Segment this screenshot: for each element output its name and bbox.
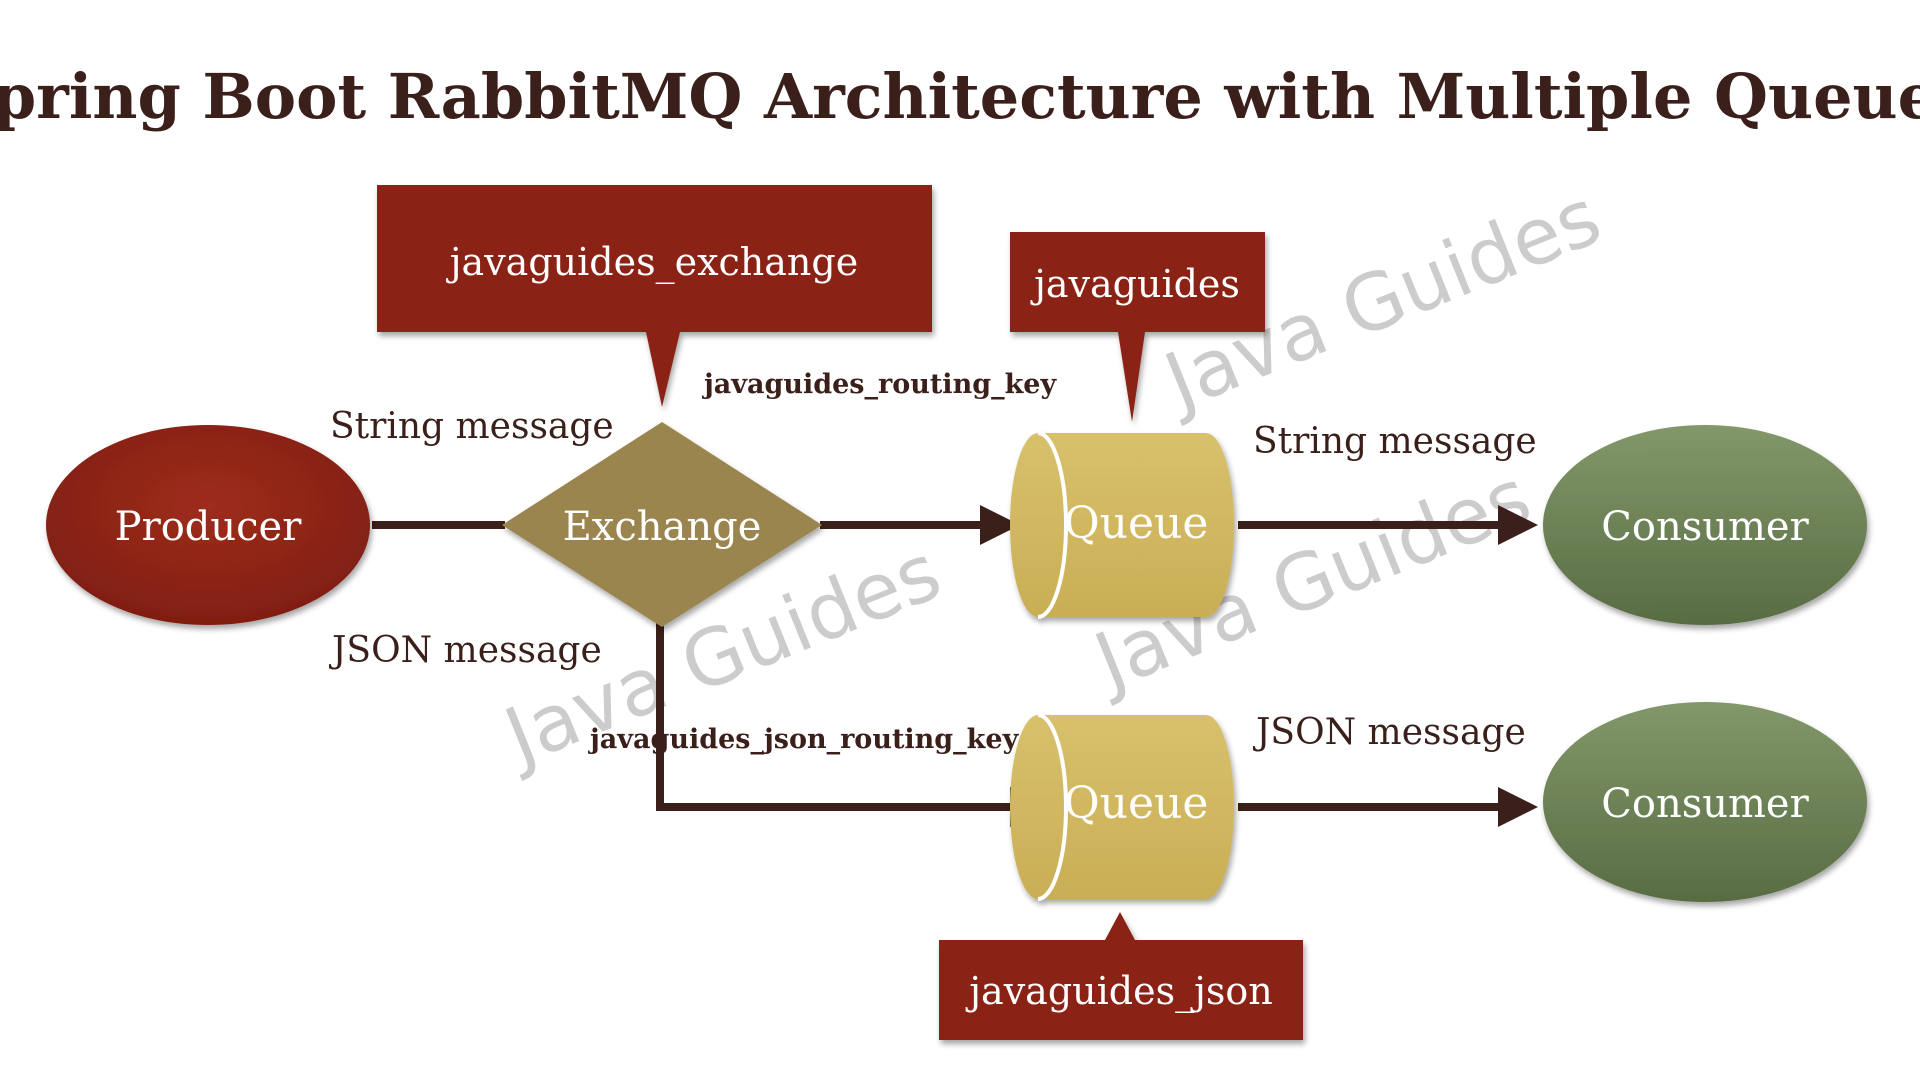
queue-consumer-bottom-arrowhead xyxy=(1498,787,1538,827)
exchange-callout-label: javaguides_exchange xyxy=(446,240,858,285)
consumer-bottom-label: Consumer xyxy=(1601,781,1809,827)
json-routing-key-label: javaguides_json_routing_key xyxy=(588,724,1020,755)
consumer-top-node: Consumer xyxy=(1543,425,1867,625)
exchange-label: Exchange xyxy=(563,504,762,550)
queue-top-label: Queue xyxy=(1064,498,1209,549)
queue-bottom-label: Queue xyxy=(1064,778,1209,829)
producer-json-message-label: JSON message xyxy=(328,630,602,671)
queue-top-callout-box xyxy=(1010,232,1265,422)
queue-top-callout: javaguides xyxy=(1010,232,1265,422)
producer-node: Producer xyxy=(46,425,370,625)
exchange-node: Exchange xyxy=(502,422,822,627)
exchange-queue-top-arrowhead xyxy=(980,505,1020,545)
consumer-bottom-ellipse xyxy=(1543,702,1867,902)
queue-bottom-callout-box xyxy=(939,912,1303,1040)
consumer-string-message-label: String message xyxy=(1253,421,1537,462)
page-title: Spring Boot RabbitMQ Architecture with M… xyxy=(0,60,1920,133)
consumer-top-label: Consumer xyxy=(1601,504,1809,550)
queue-top-callout-label: javaguides xyxy=(1030,262,1240,306)
queue-bottom-callout-label: javaguides_json xyxy=(965,969,1272,1014)
queue-consumer-top-arrowhead xyxy=(1498,505,1538,545)
queue-bottom-node: Queue xyxy=(1010,713,1234,901)
consumer-bottom-node: Consumer xyxy=(1543,702,1867,902)
queue-top-rim xyxy=(1037,431,1068,619)
exchange-callout-box xyxy=(377,185,932,407)
producer-label: Producer xyxy=(115,504,303,550)
producer-ellipse xyxy=(46,425,370,625)
queue-top-body xyxy=(1010,433,1234,617)
consumer-top-ellipse xyxy=(1543,425,1867,625)
queue-bottom-rim xyxy=(1037,713,1068,901)
consumer-json-message-label: JSON message xyxy=(1252,712,1526,753)
queue-bottom-body xyxy=(1010,715,1234,899)
queue-bottom-callout: javaguides_json xyxy=(939,912,1303,1040)
producer-string-message-label: String message xyxy=(330,406,614,447)
exchange-diamond xyxy=(502,422,822,627)
exchange-callout: javaguides_exchange xyxy=(377,185,932,407)
queue-top-node: Queue xyxy=(1010,431,1234,619)
exchange-queue-bottom-line xyxy=(656,622,1010,811)
routing-key-label: javaguides_routing_key xyxy=(702,369,1057,400)
